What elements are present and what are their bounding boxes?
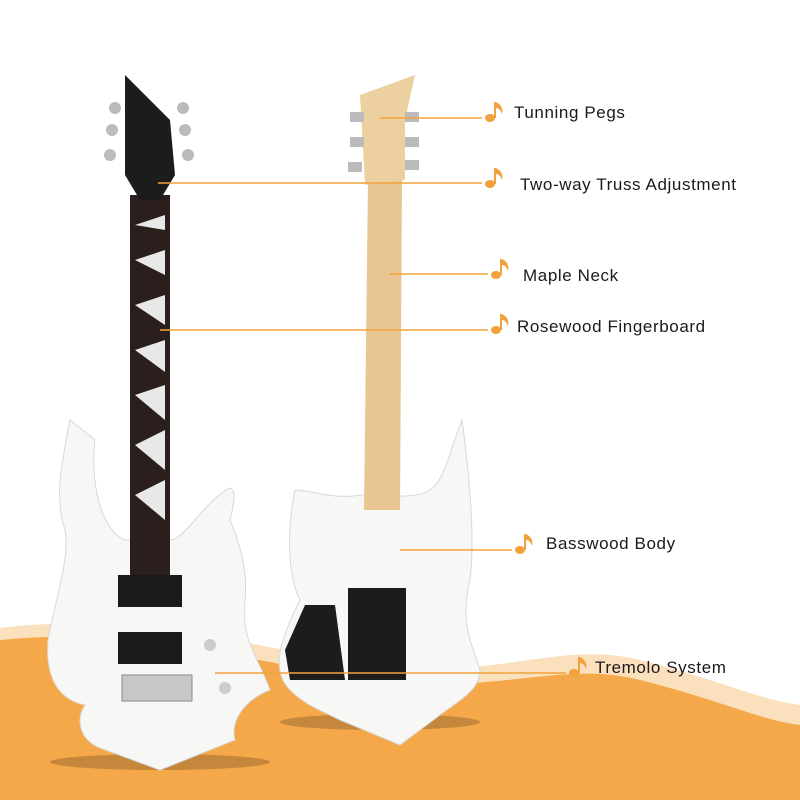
pickup-bridge bbox=[118, 632, 182, 664]
music-note-icon bbox=[485, 102, 503, 122]
tremolo-cover bbox=[348, 588, 406, 680]
music-note-icon bbox=[485, 168, 503, 188]
label-tuning-pegs: Tunning Pegs bbox=[514, 103, 626, 122]
label-truss-adjustment: Two-way Truss Adjustment bbox=[520, 175, 737, 194]
label-body: Basswood Body bbox=[546, 534, 676, 553]
label-maple-neck: Maple Neck bbox=[523, 266, 619, 285]
pickup-neck bbox=[118, 575, 182, 607]
label-fingerboard: Rosewood Fingerboard bbox=[517, 317, 706, 336]
music-note-icon bbox=[491, 259, 509, 279]
maple-neck bbox=[364, 180, 402, 510]
music-note-icons bbox=[485, 102, 587, 677]
headstock-back bbox=[360, 75, 415, 185]
tremolo-bridge bbox=[121, 674, 193, 702]
music-note-icon bbox=[491, 314, 509, 334]
label-tremolo: Tremolo System bbox=[595, 658, 727, 677]
headstock-front bbox=[125, 75, 175, 200]
music-note-icon bbox=[569, 657, 587, 677]
guitar-back bbox=[278, 75, 481, 746]
guitar-front bbox=[47, 75, 271, 771]
callout-lines bbox=[158, 117, 566, 674]
control-cover bbox=[285, 605, 345, 680]
music-note-icon bbox=[515, 534, 533, 554]
